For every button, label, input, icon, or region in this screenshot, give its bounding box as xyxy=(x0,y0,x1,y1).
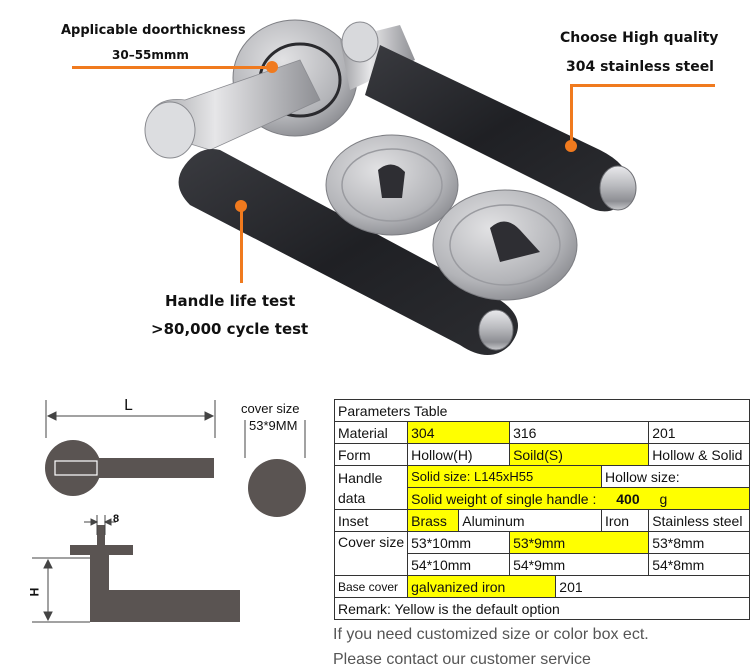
cover-circle xyxy=(248,459,306,517)
hollow-size: Hollow size: xyxy=(600,465,750,488)
inset-option-iron: Iron xyxy=(600,509,650,532)
length-label: L xyxy=(124,396,133,414)
base-cover-row: Base cover galvanized iron 201 xyxy=(333,575,750,598)
leader-life-test xyxy=(240,205,243,283)
solid-size: Solid size: L145xH55 xyxy=(407,465,602,488)
inset-label: Inset xyxy=(333,509,409,532)
form-option-solid: Soild(S) xyxy=(509,443,650,466)
leader-door-thickness xyxy=(72,66,270,69)
cover-size-53-10: 53*10mm xyxy=(407,531,511,554)
solid-weight: Solid weight of single handle : 400 g xyxy=(407,487,750,510)
cover-size-label: cover size xyxy=(241,401,300,416)
cover-size-54-9: 54*9mm xyxy=(509,553,650,576)
quality-value: 304 stainless steel xyxy=(566,59,714,75)
inset-option-stainless: Stainless steel xyxy=(648,509,750,532)
leader-quality-vertical xyxy=(570,84,573,146)
remark-row: Remark: Yellow is the default option xyxy=(334,597,750,620)
front-handle xyxy=(144,59,519,355)
dimension-diagram xyxy=(32,400,306,623)
cover-dimension xyxy=(244,420,306,458)
cover-size-54-8: 54*8mm xyxy=(648,553,750,576)
height-label: H xyxy=(27,587,42,597)
handle-top-view xyxy=(45,440,214,496)
table-title: Parameters Table xyxy=(334,399,750,422)
cover-size-53-9: 53*9mm xyxy=(509,531,650,554)
length-dimension xyxy=(45,400,216,438)
inset-option-aluminum: Aluminum xyxy=(458,509,602,532)
base-cover-label: Base cover xyxy=(333,575,409,598)
inset-row: Inset Brass Aluminum Iron Stainless stee… xyxy=(333,509,750,532)
form-option-hollow-solid: Hollow & Solid xyxy=(648,443,750,466)
cover-size-54-10: 54*10mm xyxy=(407,553,511,576)
footer-line-2: Please contact our customer service xyxy=(333,651,591,668)
leader-dot-quality xyxy=(565,140,577,152)
product-photo xyxy=(144,19,637,355)
cover-size-row-1: Cover size 53*10mm 53*9mm 53*8mm xyxy=(333,531,750,576)
escutcheon-left xyxy=(325,134,459,236)
material-option-304: 304 xyxy=(407,421,511,444)
handle-data-label-line1: Handle xyxy=(338,469,383,486)
form-label: Form xyxy=(333,443,409,466)
material-option-201: 201 xyxy=(648,421,750,444)
base-cover-galvanized: galvanized iron xyxy=(407,575,557,598)
solid-weight-value: 400 xyxy=(616,490,640,507)
handle-data-row-1: Handle data Solid size: L145xH55 Hollow … xyxy=(333,465,750,510)
solid-weight-unit: g xyxy=(659,490,668,507)
escutcheon-right xyxy=(432,189,578,301)
handle-data-row-2: Solid weight of single handle : 400 g xyxy=(335,487,750,510)
leader-quality xyxy=(570,84,715,87)
material-label: Material xyxy=(333,421,409,444)
life-test-title: Handle life test xyxy=(165,292,296,310)
cover-size-53-8: 53*8mm xyxy=(648,531,750,554)
quality-title: Choose High quality xyxy=(560,30,719,46)
handle-data-label-line2: data xyxy=(338,489,366,506)
leader-dot-life-test xyxy=(235,200,247,212)
width-label: 8 xyxy=(113,513,120,525)
height-dimension xyxy=(32,557,90,623)
door-thickness-title: Applicable doorthickness xyxy=(61,23,246,38)
cover-size-value: 53*9MM xyxy=(249,418,298,433)
life-test-value: >80,000 cycle test xyxy=(151,320,309,338)
door-thickness-value: 30–55mmm xyxy=(112,48,189,62)
material-option-316: 316 xyxy=(509,421,650,444)
base-cover-201: 201 xyxy=(555,575,750,598)
inset-option-brass: Brass xyxy=(407,509,460,532)
form-row: Form Hollow(H) Soild(S) Hollow & Solid xyxy=(333,443,750,466)
parameters-table: Parameters Table Material 304 316 201 Fo… xyxy=(333,399,750,620)
handle-side-view xyxy=(70,525,240,622)
handle-data-label: Handle data xyxy=(333,465,409,510)
table-title-row: Parameters Table xyxy=(334,399,750,422)
solid-weight-label: Solid weight of single handle : xyxy=(411,490,597,507)
cover-size-label: Cover size xyxy=(333,531,409,576)
material-row: Material 304 316 201 xyxy=(333,421,750,444)
footer-line-1: If you need customized size or color box… xyxy=(333,626,649,643)
leader-dot-door-thickness xyxy=(266,61,278,73)
form-option-hollow: Hollow(H) xyxy=(407,443,511,466)
remark: Remark: Yellow is the default option xyxy=(334,597,750,620)
width-dimension xyxy=(84,515,116,535)
